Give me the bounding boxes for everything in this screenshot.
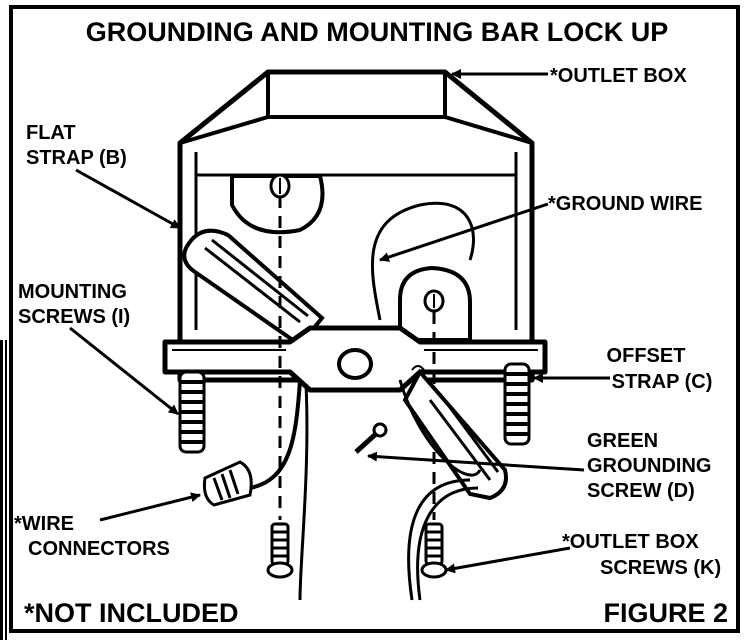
label-green-screw-line3: SCREW (D): [587, 480, 695, 502]
label-mounting-screws-line2: SCREWS (I): [18, 306, 130, 328]
outlet-box-screw-right: [420, 522, 448, 579]
mounting-screw-left: [178, 370, 206, 454]
label-offset-strap-line1: OFFSET: [607, 345, 686, 367]
arrow-green-screw: [367, 451, 585, 472]
label-wire-connectors-line2: CONNECTORS: [28, 538, 170, 560]
left-edge-rule: [0, 340, 3, 640]
label-outlet-box: *OUTLET BOX: [550, 65, 687, 87]
arrow-mounting-screws: [69, 326, 179, 416]
arrow-wire-connectors: [99, 492, 201, 522]
label-flat-strap-line2: STRAP (B): [26, 147, 127, 169]
arrow-ground-wire: [379, 202, 549, 262]
offset-strap-tab-illustration: [398, 265, 472, 342]
label-outlet-box-screws-line2: SCREWS (K): [600, 557, 721, 579]
label-outlet-box-screws-line1: *OUTLET BOX: [562, 531, 699, 553]
arrow-flat-strap: [75, 168, 181, 230]
label-ground-wire: *GROUND WIRE: [548, 193, 702, 215]
label-flat-strap-line1: FLAT: [26, 122, 76, 144]
wires-illustration: [249, 379, 482, 601]
left-edge-rule-inner: [5, 340, 7, 640]
leader-arrows: [69, 69, 610, 574]
label-green-screw-line1: GREEN: [587, 430, 658, 452]
label-wire-connectors-line1: *WIRE: [14, 513, 74, 535]
not-included-note: *NOT INCLUDED: [24, 598, 239, 628]
mounting-screw-right: [503, 362, 531, 446]
wire-connector-illustration: [202, 460, 253, 507]
label-green-screw-line2: GROUNDING: [587, 455, 711, 477]
green-grounding-screw-illustration: [354, 365, 508, 501]
figure-title: GROUNDING AND MOUNTING BAR LOCK UP: [86, 17, 668, 47]
label-offset-strap-line2: STRAP (C): [612, 371, 713, 393]
mounting-bar-illustration: [162, 325, 548, 393]
figure-number: FIGURE 2: [603, 598, 728, 628]
arrow-outlet-box-screws: [445, 546, 571, 574]
outlet-box-screw-left: [266, 522, 294, 579]
label-mounting-screws-line1: MOUNTING: [18, 281, 127, 303]
